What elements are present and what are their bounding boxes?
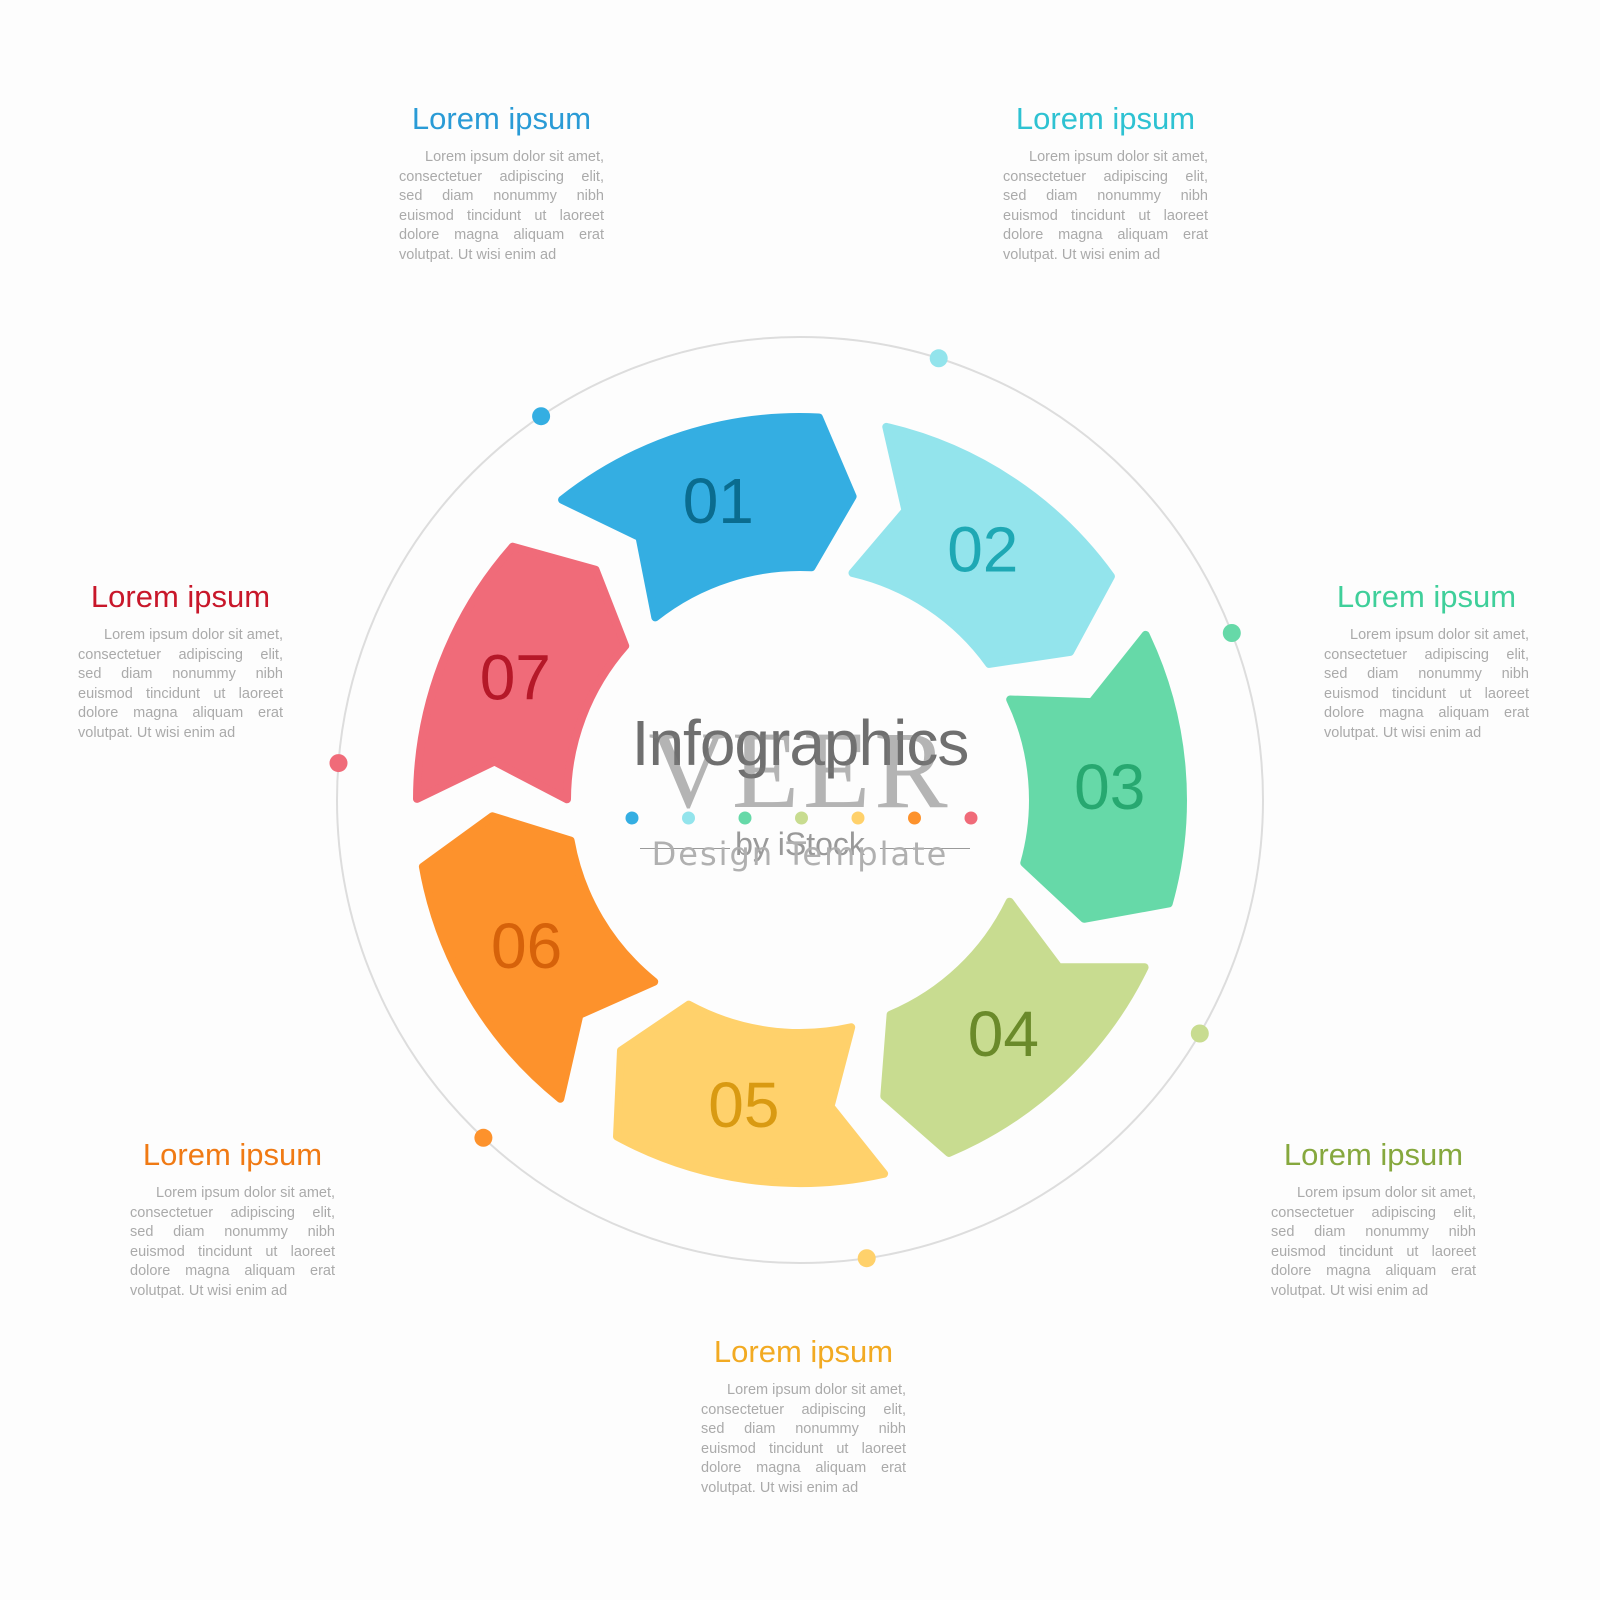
- subtitle-rule-right: [880, 848, 970, 849]
- step-title: Lorem ipsum: [1336, 579, 1517, 614]
- step-title: Lorem ipsum: [90, 579, 271, 614]
- step-description: Lorem ipsum dolor sit amet, consectetuer…: [1271, 1185, 1477, 1299]
- segment-number-02: 02: [947, 514, 1018, 586]
- ring-dot-4: [1190, 1024, 1209, 1043]
- step-title: Lorem ipsum: [142, 1137, 323, 1172]
- step-title: Lorem ipsum: [1283, 1137, 1464, 1172]
- step-title: Lorem ipsum: [713, 1334, 894, 1369]
- center-dots-layer: [625, 811, 978, 825]
- ring-dot-3: [1222, 624, 1241, 642]
- outer-ring: [336, 336, 1264, 1264]
- watermark-tagline: by iStock: [735, 826, 865, 862]
- segment-01: [558, 413, 857, 622]
- step-description: Lorem ipsum dolor sit amet, consectetuer…: [399, 149, 605, 263]
- segment-03: [1006, 630, 1187, 923]
- ring-dot-2: [929, 349, 948, 368]
- ring-dot-1: [532, 407, 551, 426]
- segment-number-05: 05: [708, 1069, 779, 1141]
- ring-dot-5: [857, 1249, 876, 1268]
- segment-number-04: 04: [968, 998, 1039, 1070]
- center-dot-7: [964, 811, 978, 825]
- step-description: Lorem ipsum dolor sit amet, consectetuer…: [130, 1185, 336, 1299]
- step-text-07: Lorem ipsum Lorem ipsum dolor sit amet, …: [78, 578, 283, 743]
- segment-04: [880, 897, 1149, 1157]
- segment-number-03: 03: [1074, 751, 1145, 823]
- segment-05: [613, 1000, 889, 1188]
- segment-02: [848, 422, 1115, 668]
- ring-dot-7: [329, 754, 348, 773]
- step-description: Lorem ipsum dolor sit amet, consectetuer…: [1003, 149, 1209, 263]
- step-text-06: Lorem ipsum Lorem ipsum dolor sit amet, …: [130, 1136, 335, 1301]
- segments-layer: [413, 413, 1187, 1188]
- segment-number-06: 06: [491, 910, 562, 982]
- center-dot-1: [625, 811, 639, 825]
- segment-number-01: 01: [683, 465, 754, 537]
- subtitle-rule-left: [640, 848, 730, 849]
- center-title: Infographics: [631, 707, 970, 779]
- step-description: Lorem ipsum dolor sit amet, consectetuer…: [701, 1382, 907, 1496]
- ring-dot-6: [474, 1128, 493, 1147]
- center-dot-2: [682, 811, 695, 825]
- center-dot-6: [908, 811, 921, 825]
- step-text-05: Lorem ipsum Lorem ipsum dolor sit amet, …: [701, 1333, 906, 1498]
- step-title: Lorem ipsum: [1015, 101, 1196, 136]
- ring-dots-layer: [329, 349, 1241, 1268]
- center-subtitle: Design Template: [651, 835, 949, 873]
- watermark-logo: VEER: [648, 709, 952, 831]
- segment-06: [418, 812, 659, 1103]
- center-dot-3: [738, 811, 752, 825]
- segment-numbers-layer: 01 02 03 04 05 06 07: [480, 465, 1146, 1141]
- step-text-04: Lorem ipsum Lorem ipsum dolor sit amet, …: [1271, 1136, 1476, 1301]
- segment-number-07: 07: [480, 642, 551, 714]
- step-title: Lorem ipsum: [411, 101, 592, 136]
- step-description: Lorem ipsum dolor sit amet, consectetuer…: [78, 627, 284, 741]
- step-description: Lorem ipsum dolor sit amet, consectetuer…: [1324, 627, 1530, 741]
- center-dot-4: [795, 811, 808, 825]
- step-text-03: Lorem ipsum Lorem ipsum dolor sit amet, …: [1324, 578, 1529, 743]
- center-dot-5: [851, 811, 865, 825]
- step-text-02: Lorem ipsum Lorem ipsum dolor sit amet, …: [1003, 100, 1208, 265]
- segment-07: [413, 542, 630, 804]
- step-text-01: Lorem ipsum Lorem ipsum dolor sit amet, …: [399, 100, 604, 265]
